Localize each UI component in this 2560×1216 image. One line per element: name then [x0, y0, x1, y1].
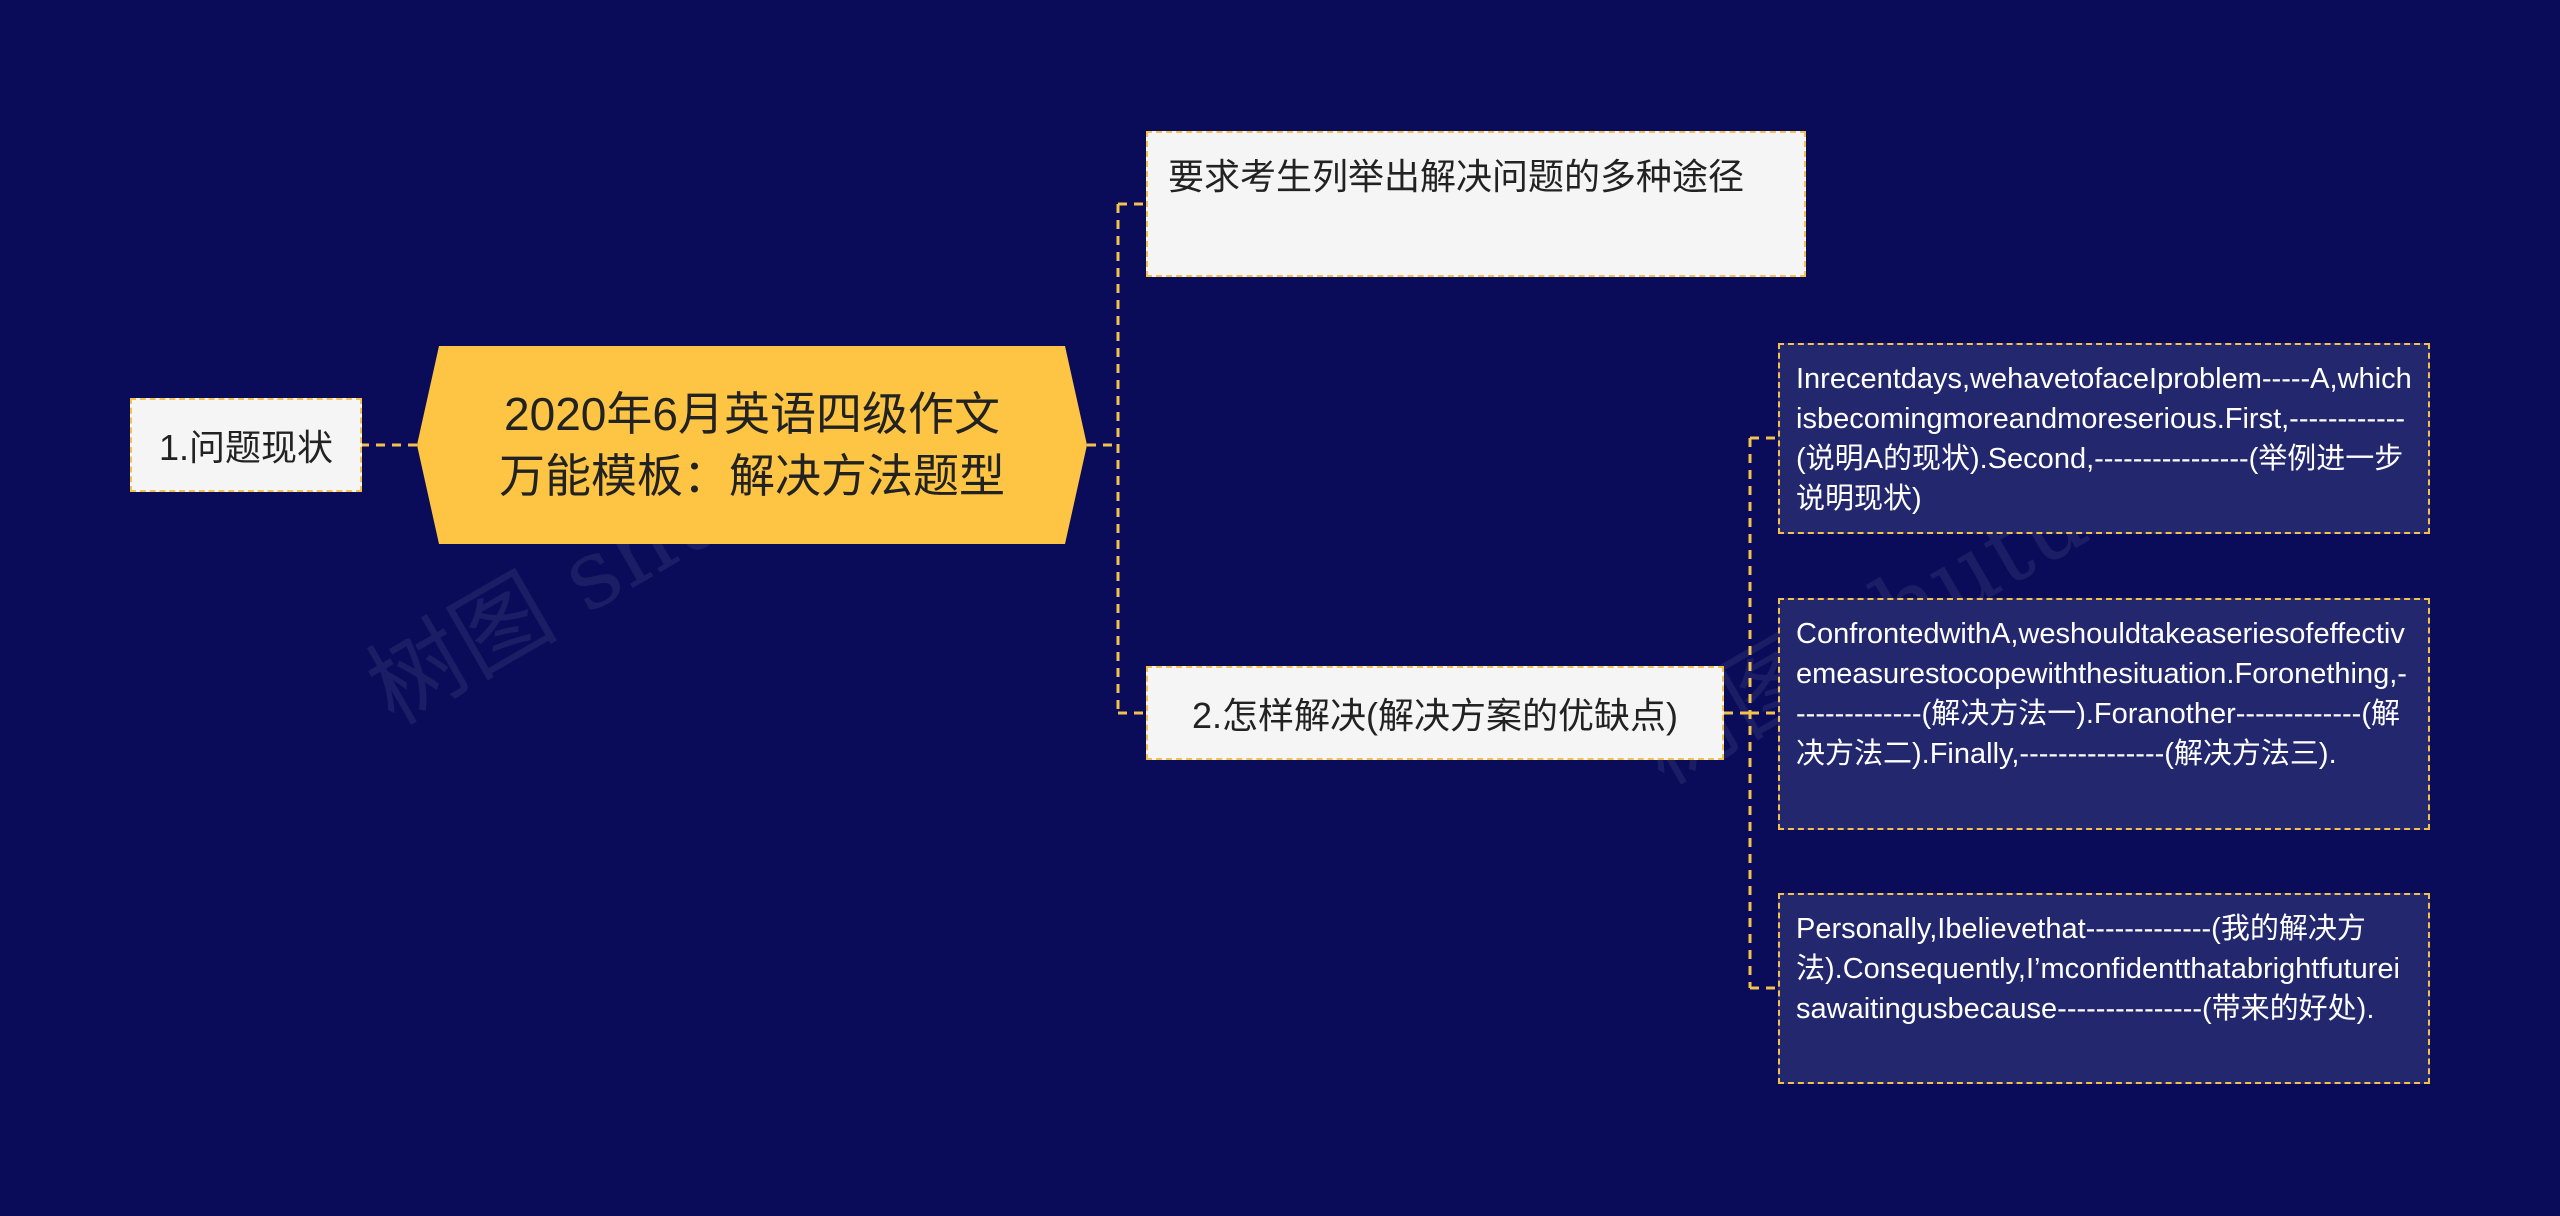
leaf-text: ConfrontedwithA,weshouldtakeaseriesofeff…: [1796, 618, 2407, 770]
root-node[interactable]: 2020年6月英语四级作文 万能模板：解决方法题型: [417, 346, 1087, 544]
leaf-node-paragraph-1[interactable]: Inrecentdays,wehavetofaceIproblem-----A,…: [1778, 343, 2430, 534]
root-title-line-1: 2020年6月英语四级作文: [504, 388, 1000, 440]
root-title: 2020年6月英语四级作文 万能模板：解决方法题型: [499, 383, 1005, 507]
branch-node-requirement[interactable]: 要求考生列举出解决问题的多种途径: [1146, 131, 1806, 277]
leaf-text: Personally,Ibelievethat-------------(我的解…: [1796, 913, 2400, 1025]
leaf-text: Inrecentdays,wehavetofaceIproblem-----A,…: [1796, 363, 2412, 515]
branch-label: 2.怎样解决(解决方案的优缺点): [1191, 695, 1678, 736]
root-title-line-2: 万能模板：解决方法题型: [499, 450, 1005, 502]
branch-node-problem-status[interactable]: 1.问题现状: [130, 398, 362, 492]
branch-label: 要求考生列举出解决问题的多种途径: [1168, 156, 1745, 197]
branch-node-how-to-solve[interactable]: 2.怎样解决(解决方案的优缺点): [1146, 666, 1724, 760]
leaf-node-paragraph-2[interactable]: ConfrontedwithA,weshouldtakeaseriesofeff…: [1778, 598, 2430, 830]
leaf-node-paragraph-3[interactable]: Personally,Ibelievethat-------------(我的解…: [1778, 893, 2430, 1084]
branch-label: 1.问题现状: [158, 427, 334, 468]
